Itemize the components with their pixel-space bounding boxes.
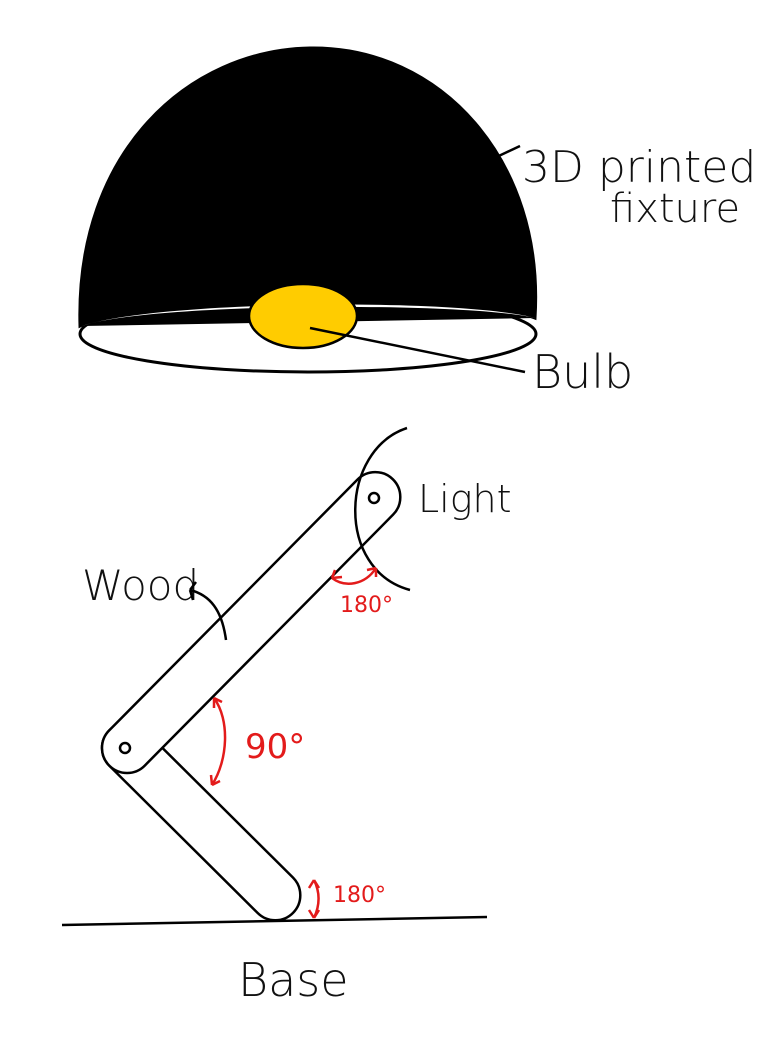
upper-arm xyxy=(100,470,402,775)
bulb-label: Bulb xyxy=(532,345,633,399)
wood-arrow xyxy=(188,581,228,641)
wood-label: Wood xyxy=(82,561,199,610)
base-line xyxy=(61,915,488,927)
fixture-leader-line xyxy=(485,144,521,164)
fixture-label-line2: fixture xyxy=(610,186,740,232)
lamp-shade xyxy=(78,46,538,374)
base-label: Base xyxy=(238,953,349,1007)
light-outline-arc xyxy=(354,426,411,592)
angle-middle-label: 90° xyxy=(245,727,305,767)
angle-middle-arrow xyxy=(209,696,227,787)
shade-inner-fill xyxy=(82,304,535,326)
angle-top-arrow xyxy=(330,566,378,585)
lamp-arm xyxy=(100,470,402,922)
bulb-leader-line xyxy=(309,326,526,374)
top-pivot xyxy=(367,491,381,505)
angle-bottom-arrow xyxy=(307,879,321,919)
bulb xyxy=(247,282,359,350)
angle-top-label: 180° xyxy=(340,593,393,618)
light-label: Light xyxy=(418,477,512,521)
angle-bottom-label: 180° xyxy=(333,883,386,908)
fixture-label-line1: 3D printed xyxy=(522,142,756,193)
elbow-pivot xyxy=(118,741,132,755)
